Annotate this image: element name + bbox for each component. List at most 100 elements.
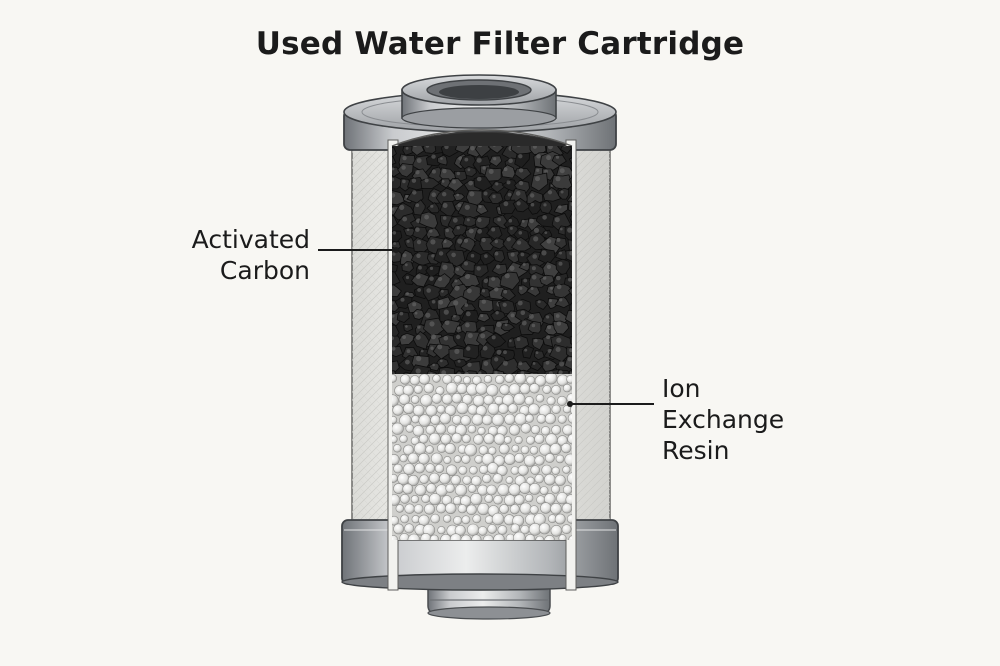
carbon-granule bbox=[480, 251, 496, 266]
resin-bead bbox=[450, 474, 461, 486]
carbon-granule-highlight bbox=[556, 237, 561, 242]
carbon-granule-highlight bbox=[405, 359, 410, 365]
carbon-granule-highlight bbox=[456, 171, 460, 176]
carbon-granule-highlight bbox=[456, 372, 462, 374]
carbon-granule-highlight bbox=[518, 361, 523, 366]
carbon-granule-highlight bbox=[399, 311, 404, 316]
resin-bead bbox=[513, 494, 525, 506]
resin-bead bbox=[528, 403, 540, 416]
carbon-granule-highlight bbox=[494, 251, 499, 256]
carbon-granule bbox=[518, 261, 532, 272]
carbon-granule-highlight bbox=[442, 192, 447, 197]
carbon-granule bbox=[526, 286, 541, 297]
resin-bead bbox=[551, 404, 561, 414]
carbon-granule bbox=[560, 146, 572, 155]
resin-bead bbox=[392, 535, 399, 540]
carbon-granule bbox=[498, 199, 517, 215]
carbon-granule bbox=[535, 212, 558, 228]
resin-bead bbox=[551, 424, 562, 435]
carbon-granule-highlight bbox=[494, 239, 498, 244]
resin-bead bbox=[441, 393, 453, 405]
carbon-granule-highlight bbox=[531, 266, 536, 271]
carbon-granule-highlight bbox=[418, 265, 422, 270]
carbon-granule-highlight bbox=[568, 277, 572, 282]
carbon-granule bbox=[490, 309, 506, 321]
resin-bead bbox=[524, 493, 534, 503]
resin-bead bbox=[412, 404, 425, 417]
carbon-granule bbox=[569, 302, 572, 312]
resin-bead bbox=[398, 393, 411, 406]
carbon-granule bbox=[510, 236, 532, 252]
resin-bead bbox=[419, 474, 429, 485]
resin-bead bbox=[496, 465, 508, 477]
carbon-granule-highlight bbox=[392, 336, 394, 341]
carbon-granule bbox=[392, 215, 398, 229]
carbon-granule-highlight bbox=[420, 349, 424, 353]
carbon-granule-highlight bbox=[520, 310, 526, 316]
carbon-granule-highlight bbox=[541, 250, 547, 256]
resin-bead bbox=[541, 464, 553, 476]
resin-bead bbox=[456, 383, 468, 395]
resin-bead bbox=[417, 452, 430, 465]
carbon-granule bbox=[422, 146, 437, 154]
carbon-granule-highlight bbox=[466, 218, 470, 222]
resin-bead bbox=[392, 515, 399, 526]
resin-bead bbox=[497, 525, 508, 535]
resin-bead bbox=[508, 424, 521, 436]
resin-bead bbox=[525, 435, 535, 445]
carbon-granule-highlight bbox=[534, 338, 538, 343]
carbon-granule-highlight bbox=[520, 371, 525, 374]
carbon-granule bbox=[432, 273, 451, 289]
resin-bead bbox=[520, 445, 530, 455]
ion-exchange-resin-layer bbox=[392, 374, 572, 540]
carbon-granule-highlight bbox=[467, 333, 473, 339]
carbon-granule bbox=[542, 187, 562, 202]
resin-bead bbox=[550, 524, 563, 537]
carbon-granule bbox=[392, 284, 402, 298]
resin-bead bbox=[493, 533, 505, 540]
carbon-granule-highlight bbox=[521, 219, 525, 223]
resin-bead bbox=[503, 453, 516, 466]
resin-bead bbox=[437, 526, 446, 535]
carbon-granule-highlight bbox=[402, 335, 406, 339]
carbon-granule-highlight bbox=[547, 325, 552, 330]
carbon-granule-highlight bbox=[431, 169, 436, 174]
carbon-granule bbox=[551, 174, 572, 191]
carbon-granule bbox=[463, 343, 480, 360]
resin-bead bbox=[482, 534, 495, 540]
resin-bead bbox=[513, 392, 526, 405]
carbon-granule-highlight bbox=[516, 146, 521, 147]
carbon-granule-highlight bbox=[440, 157, 443, 160]
carbon-granule-highlight bbox=[530, 287, 534, 290]
carbon-granule-highlight bbox=[443, 240, 447, 243]
carbon-granule-highlight bbox=[404, 263, 408, 267]
resin-bead bbox=[392, 415, 398, 424]
carbon-granule-highlight bbox=[559, 298, 563, 302]
carbon-granule bbox=[551, 154, 567, 167]
carbon-granule-highlight bbox=[495, 182, 499, 186]
resin-bead bbox=[514, 452, 525, 464]
carbon-granule-highlight bbox=[481, 299, 486, 304]
resin-bead bbox=[393, 444, 402, 453]
carbon-granule-highlight bbox=[559, 361, 565, 367]
resin-bead bbox=[467, 424, 477, 434]
resin-bead bbox=[392, 494, 401, 506]
resin-bead bbox=[440, 433, 452, 445]
carbon-granule-highlight bbox=[482, 166, 486, 170]
carbon-granule bbox=[452, 193, 466, 202]
carbon-granule-highlight bbox=[480, 333, 486, 339]
carbon-granule-highlight bbox=[571, 313, 572, 316]
carbon-granule-highlight bbox=[392, 177, 395, 182]
carbon-granule-highlight bbox=[529, 218, 534, 224]
carbon-granule-highlight bbox=[415, 368, 421, 374]
resin-bead bbox=[550, 502, 562, 515]
resin-bead bbox=[542, 384, 552, 394]
carbon-granule-highlight bbox=[470, 146, 475, 151]
resin-bead bbox=[400, 514, 410, 524]
carbon-granule-highlight bbox=[504, 273, 510, 279]
carbon-granule-highlight bbox=[416, 240, 422, 245]
carbon-granule bbox=[475, 146, 491, 158]
carbon-granule-highlight bbox=[415, 170, 420, 175]
resin-bead bbox=[451, 392, 463, 404]
carbon-granule-highlight bbox=[431, 154, 436, 159]
